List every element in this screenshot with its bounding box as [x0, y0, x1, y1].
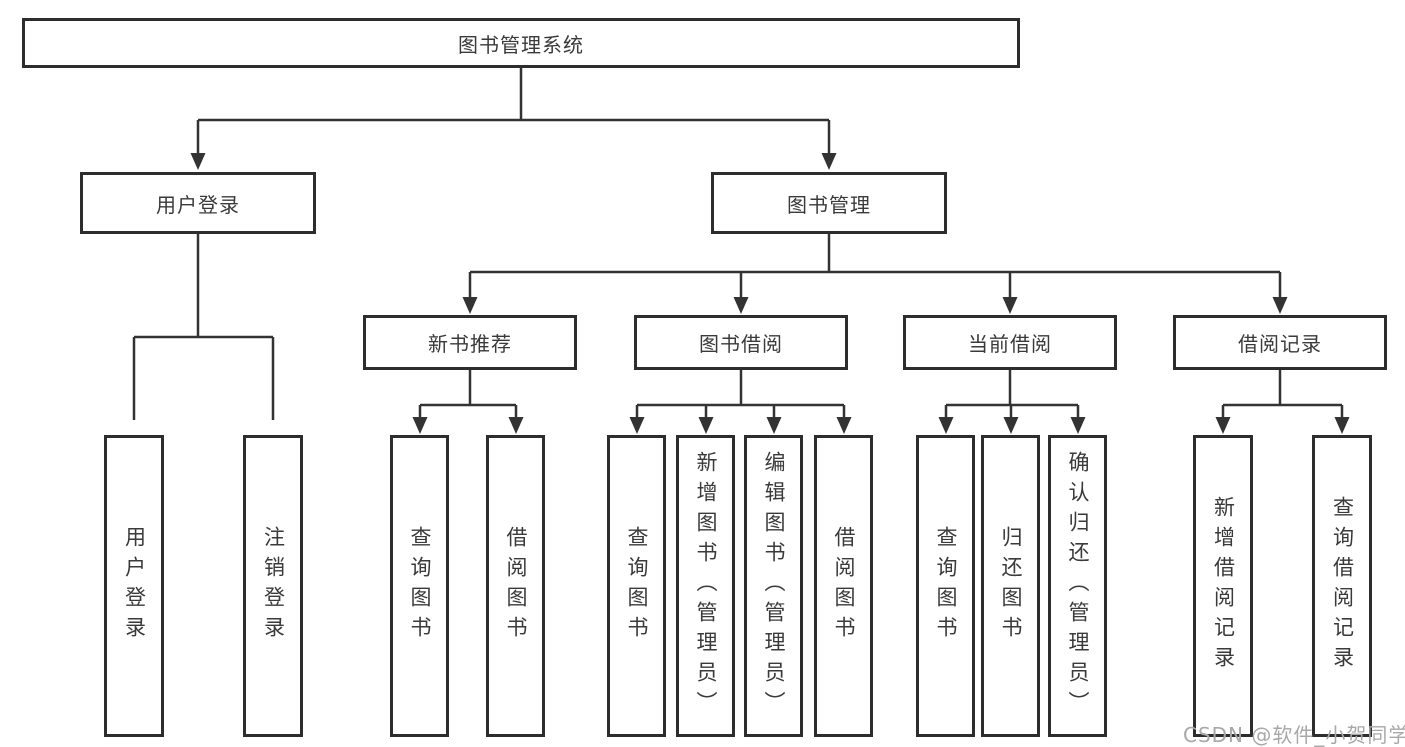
- node-new-book-recommendation: 新书推荐: [363, 315, 577, 370]
- node-add-borrow-record: 新增借阅记录: [1193, 435, 1253, 737]
- node-current-borrowing: 当前借阅: [903, 315, 1117, 370]
- node-borrowing-records: 借阅记录: [1173, 315, 1387, 370]
- node-return-books: 归还图书: [981, 435, 1040, 737]
- node-search-borrow-record: 查询借阅记录: [1312, 435, 1372, 737]
- node-book-management: 图书管理: [711, 172, 947, 234]
- node-search-books-current: 查询图书: [916, 435, 975, 737]
- node-confirm-return-admin: 确认归还（管理员）: [1048, 435, 1107, 737]
- node-library-management-system: 图书管理系统: [22, 18, 1020, 68]
- node-book-borrowing: 图书借阅: [634, 315, 848, 370]
- node-add-books-admin: 新增图书（管理员）: [676, 435, 735, 737]
- watermark: CSDN @软件_小贺同学: [1183, 723, 1405, 747]
- node-logout-action: 注销登录: [243, 435, 303, 737]
- node-borrow-books: 借阅图书: [814, 435, 873, 737]
- node-borrow-books-recommend: 借阅图书: [486, 435, 545, 737]
- arrowheads: [190, 153, 1350, 434]
- node-edit-books-admin: 编辑图书（管理员）: [744, 435, 803, 737]
- node-search-books-borrow: 查询图书: [607, 435, 666, 737]
- node-search-books-recommend: 查询图书: [390, 435, 449, 737]
- node-user-login: 用户登录: [80, 172, 316, 234]
- node-user-login-action: 用户登录: [104, 435, 164, 737]
